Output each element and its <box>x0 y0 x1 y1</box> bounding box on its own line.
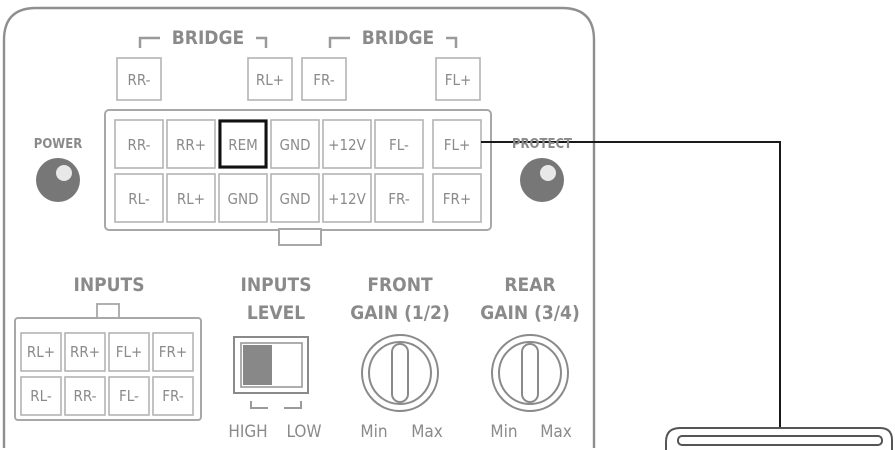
inputs-pin-label: RR- <box>73 387 96 405</box>
inputs-pin-label: RL- <box>30 387 52 405</box>
connector-pin-rl-plus: RL+ <box>166 173 216 223</box>
connector-pin-gnd-bottom-1: GND <box>218 173 268 223</box>
inputs-level-ticks <box>250 401 302 409</box>
inputs-pin-label: FL+ <box>116 343 143 361</box>
inputs-level-switch[interactable] <box>233 336 309 394</box>
front-gain-title-line2: GAIN (1/2) <box>350 302 450 324</box>
inputs-pin-label: FL- <box>119 387 139 405</box>
inputs-latch <box>96 303 120 319</box>
connector-pin-rr-minus: RR- <box>114 119 164 169</box>
bridge-right-bracket <box>328 36 458 48</box>
connector-pin-fr-plus: FR+ <box>432 173 482 223</box>
inputs-pin-label: FR- <box>162 387 184 405</box>
bridge-terminal-rl-plus: RL+ <box>247 57 293 101</box>
connector-pin-label: FL- <box>389 136 409 154</box>
rear-gain-title-line2: GAIN (3/4) <box>480 302 580 324</box>
connector-pin-label: RL+ <box>177 190 205 208</box>
front-gain-knob[interactable] <box>361 334 439 412</box>
connector-pin-rr-plus: RR+ <box>166 119 216 169</box>
connector-pin-label: +12V <box>328 136 366 154</box>
bridge-terminal-label: FR- <box>313 71 335 89</box>
connector-pin-label: FR+ <box>443 190 471 208</box>
inputs-pin-fr-plus: FR+ <box>152 332 194 372</box>
power-label: POWER <box>34 137 82 152</box>
bridge-left-bracket <box>138 36 268 48</box>
connector-pin-rem: REM <box>218 119 268 169</box>
external-device-slot <box>677 435 883 446</box>
power-led-icon <box>36 158 80 202</box>
rear-gain-min-label: Min <box>490 422 517 442</box>
connector-pin-label: REM <box>228 136 258 154</box>
bridge-terminal-rr-minus: RR- <box>116 57 162 101</box>
inputs-title: INPUTS <box>73 274 144 296</box>
bridge-right-label: BRIDGE <box>362 27 434 49</box>
bridge-terminal-label: RR- <box>127 71 150 89</box>
connector-pin-label: FL+ <box>444 136 471 154</box>
connector-pin-label: GND <box>228 190 259 208</box>
connector-pin-label: RR+ <box>176 136 206 154</box>
front-gain-min-label: Min <box>360 422 387 442</box>
rear-gain-knob[interactable] <box>491 334 569 412</box>
connector-pin-label: +12V <box>328 190 366 208</box>
bridge-terminal-fl-plus: FL+ <box>435 57 481 101</box>
connector-pin-12v-top: +12V <box>322 119 372 169</box>
connector-pin-label: GND <box>280 136 311 154</box>
rear-gain-max-label: Max <box>540 422 572 442</box>
inputs-pin-label: RL+ <box>27 343 55 361</box>
bridge-left-label: BRIDGE <box>172 27 244 49</box>
bridge-terminal-label: RL+ <box>256 71 284 89</box>
connector-latch <box>278 228 322 246</box>
inputs-level-title-line2: LEVEL <box>247 302 305 324</box>
inputs-pin-fl-plus: FL+ <box>108 332 150 372</box>
connector-pin-rl-minus: RL- <box>114 173 164 223</box>
inputs-pin-label: RR+ <box>70 343 100 361</box>
inputs-pin-rl-minus: RL- <box>20 376 62 416</box>
connector-pin-label: RR- <box>127 136 150 154</box>
connector-pin-gnd-bottom-2: GND <box>270 173 320 223</box>
inputs-level-low-label: LOW <box>286 422 321 442</box>
connector-pin-12v-bottom: +12V <box>322 173 372 223</box>
bridge-terminal-fr-minus: FR- <box>301 57 347 101</box>
remote-wire <box>481 141 781 428</box>
panel-outline <box>2 6 596 448</box>
inputs-level-high-label: HIGH <box>228 422 267 442</box>
protect-label: PROTECT <box>512 137 572 152</box>
rear-gain-title-line1: REAR <box>504 274 555 296</box>
inputs-level-switch-knob[interactable] <box>243 345 272 385</box>
front-gain-title-line1: FRONT <box>367 274 433 296</box>
connector-pin-label: FR- <box>388 190 410 208</box>
connector-pin-gnd-top: GND <box>270 119 320 169</box>
bridge-terminal-label: FL+ <box>445 71 472 89</box>
protect-led-icon <box>520 158 564 202</box>
inputs-pin-rr-plus: RR+ <box>64 332 106 372</box>
rem-highlight-box <box>218 119 268 169</box>
connector-pin-label: GND <box>280 190 311 208</box>
connector-pin-fl-minus: FL- <box>374 119 424 169</box>
inputs-pin-rl-plus: RL+ <box>20 332 62 372</box>
front-gain-max-label: Max <box>411 422 443 442</box>
connector-pin-fl-plus: FL+ <box>432 119 482 169</box>
inputs-pin-label: FR+ <box>159 343 187 361</box>
inputs-pin-rr-minus: RR- <box>64 376 106 416</box>
connector-pin-label: RL- <box>128 190 150 208</box>
inputs-pin-fl-minus: FL- <box>108 376 150 416</box>
external-device <box>665 427 893 450</box>
inputs-level-title-line1: INPUTS <box>240 274 311 296</box>
inputs-pin-fr-minus: FR- <box>152 376 194 416</box>
connector-pin-fr-minus: FR- <box>374 173 424 223</box>
